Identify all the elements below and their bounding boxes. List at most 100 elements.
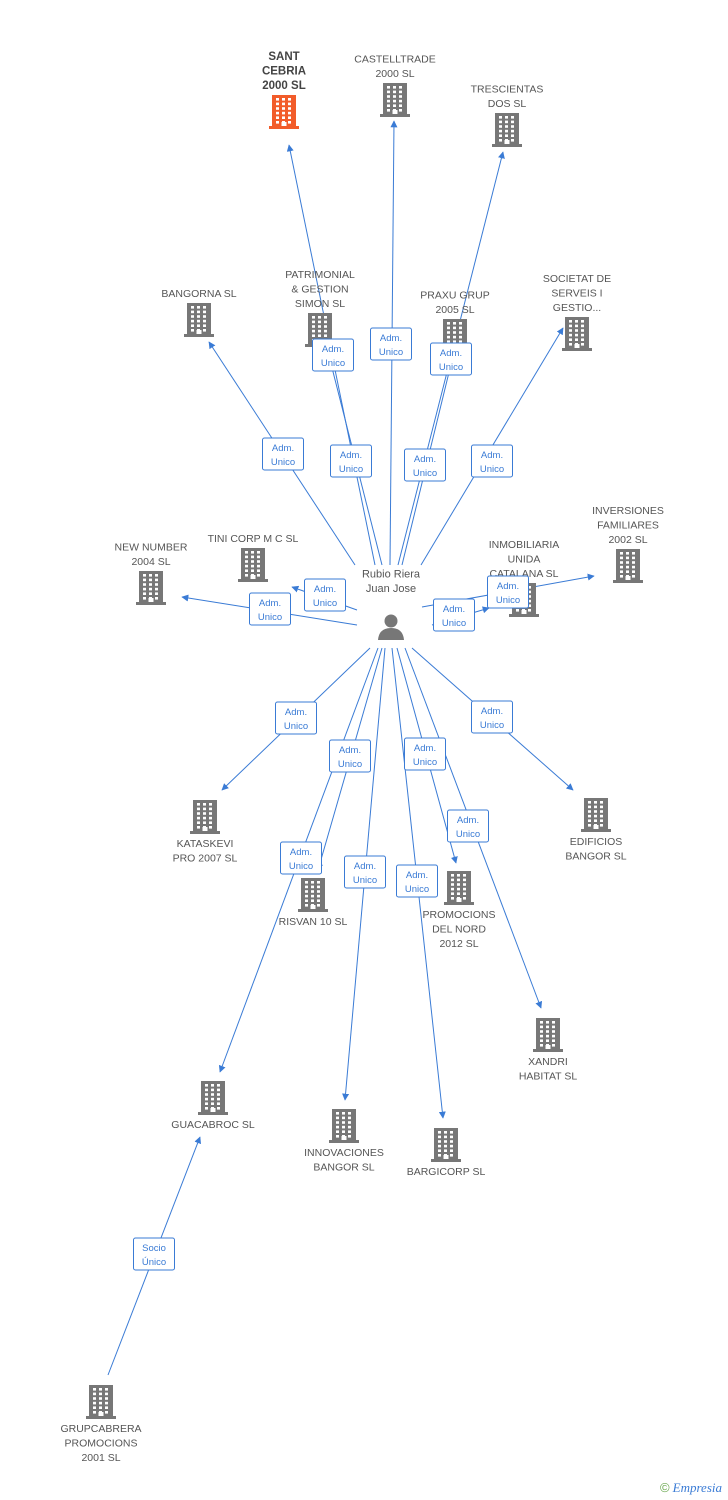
building-icon[interactable] <box>198 1081 228 1115</box>
building-icon[interactable] <box>492 113 522 147</box>
building-icon[interactable] <box>431 1128 461 1162</box>
relation-box[interactable] <box>249 592 291 626</box>
relation-text: Adm. <box>272 443 294 454</box>
company-label-line: FAMILIARES <box>597 520 659 532</box>
relation-box[interactable] <box>312 338 354 372</box>
relation-label-trescientas[interactable]: Adm.Unico <box>430 342 472 376</box>
relation-label-bangorna[interactable]: Adm.Unico <box>262 437 304 471</box>
company-label-line: DOS SL <box>488 98 527 110</box>
person-icon[interactable] <box>378 614 404 641</box>
company-label-line: 2000 SL <box>262 80 305 92</box>
relation-box[interactable] <box>344 855 386 889</box>
building-icon[interactable] <box>86 1385 116 1419</box>
relation-label-innovaciones[interactable]: Adm.Unico <box>344 855 386 889</box>
relation-label-societat[interactable]: Adm.Unico <box>471 444 513 478</box>
company-label-line: BANGOR SL <box>313 1162 374 1174</box>
relation-label-risvan[interactable]: Adm.Unico <box>329 739 371 773</box>
brand-logo-text[interactable]: Empresia <box>672 1480 722 1495</box>
relation-text: Adm. <box>440 348 462 359</box>
relation-box[interactable] <box>330 444 372 478</box>
relation-label-xandri[interactable]: Adm.Unico <box>447 809 489 843</box>
building-icon[interactable] <box>190 800 220 834</box>
building-icon[interactable] <box>562 317 592 351</box>
relation-box[interactable] <box>262 437 304 471</box>
relation-box[interactable] <box>433 598 475 632</box>
relation-box[interactable] <box>487 575 529 609</box>
relation-label-newnumber[interactable]: Adm.Unico <box>249 592 291 626</box>
building-icon[interactable] <box>298 878 328 912</box>
company-node-sant-cebria[interactable]: SANT CEBRIA 2000 SL <box>262 51 306 129</box>
building-icon[interactable] <box>136 571 166 605</box>
relation-box[interactable] <box>133 1237 175 1271</box>
company-label-line: CEBRIA <box>262 66 306 78</box>
company-label-line: GUACABROC SL <box>171 1119 255 1131</box>
company-node-risvan[interactable]: RISVAN 10 SL <box>279 878 348 928</box>
relation-box[interactable] <box>404 448 446 482</box>
relation-text: Unico <box>480 720 504 731</box>
relation-label-inversiones[interactable]: Adm.Unico <box>487 575 529 609</box>
relation-text: Adm. <box>414 743 436 754</box>
company-label-line: 2001 SL <box>81 1452 120 1464</box>
relation-box[interactable] <box>471 444 513 478</box>
building-icon[interactable] <box>613 549 643 583</box>
relation-box[interactable] <box>304 578 346 612</box>
relation-label-kataskevi[interactable]: Adm.Unico <box>275 701 317 735</box>
building-icon[interactable] <box>581 798 611 832</box>
relation-text: Adm. <box>406 870 428 881</box>
building-icon[interactable] <box>269 95 299 129</box>
relation-label-promocions[interactable]: Adm. Unico <box>404 737 446 771</box>
building-icon[interactable] <box>380 83 410 117</box>
company-label-line: XANDRI <box>528 1056 568 1068</box>
company-label-line: GRUPCABRERA <box>60 1423 141 1435</box>
relation-box[interactable] <box>447 809 489 843</box>
relation-box[interactable] <box>430 342 472 376</box>
building-icon[interactable] <box>238 548 268 582</box>
company-node-tini[interactable]: TINI CORP M C SL <box>208 533 299 582</box>
relation-box[interactable] <box>329 739 371 773</box>
relation-label-patrimonial[interactable]: Adm.Unico <box>330 444 372 478</box>
relation-label-tini[interactable]: Adm.Unico <box>304 578 346 612</box>
company-label-line: SANT <box>268 51 299 63</box>
relation-label-guacabroc[interactable]: Adm.Unico <box>280 841 322 875</box>
company-node-bangorna[interactable]: BANGORNA SL <box>161 288 237 337</box>
relation-box[interactable] <box>404 737 446 771</box>
relation-box[interactable] <box>471 700 513 734</box>
building-icon[interactable] <box>184 303 214 337</box>
company-node-bargicorp[interactable]: BARGICORP SL <box>407 1128 486 1178</box>
company-label-line: PROMOCIONS <box>423 909 496 921</box>
relation-box[interactable] <box>275 701 317 735</box>
relation-label-castelltrade[interactable]: Adm.Unico <box>370 327 412 361</box>
company-label-line: GESTIO... <box>553 302 601 314</box>
relation-label-sant-cebria[interactable]: Adm.Unico <box>312 338 354 372</box>
building-icon[interactable] <box>329 1109 359 1143</box>
relation-label-bargicorp[interactable]: Adm.Unico <box>396 864 438 898</box>
relation-label-praxu[interactable]: Adm.Unico <box>404 448 446 482</box>
relation-label-edificios[interactable]: Adm.Unico <box>471 700 513 734</box>
building-icon[interactable] <box>444 871 474 905</box>
relation-box[interactable] <box>396 864 438 898</box>
building-icon[interactable] <box>533 1018 563 1052</box>
relation-box[interactable] <box>370 327 412 361</box>
relation-box[interactable] <box>280 841 322 875</box>
relation-label-inmobiliaria[interactable]: Adm.Unico <box>433 598 475 632</box>
company-label-line: RISVAN 10 SL <box>279 916 348 928</box>
relation-text: Unico <box>413 757 437 768</box>
company-label-line: PATRIMONIAL <box>285 269 355 281</box>
company-label-line: SIMON SL <box>295 298 345 310</box>
company-node-guacabroc[interactable]: GUACABROC SL <box>171 1081 255 1131</box>
